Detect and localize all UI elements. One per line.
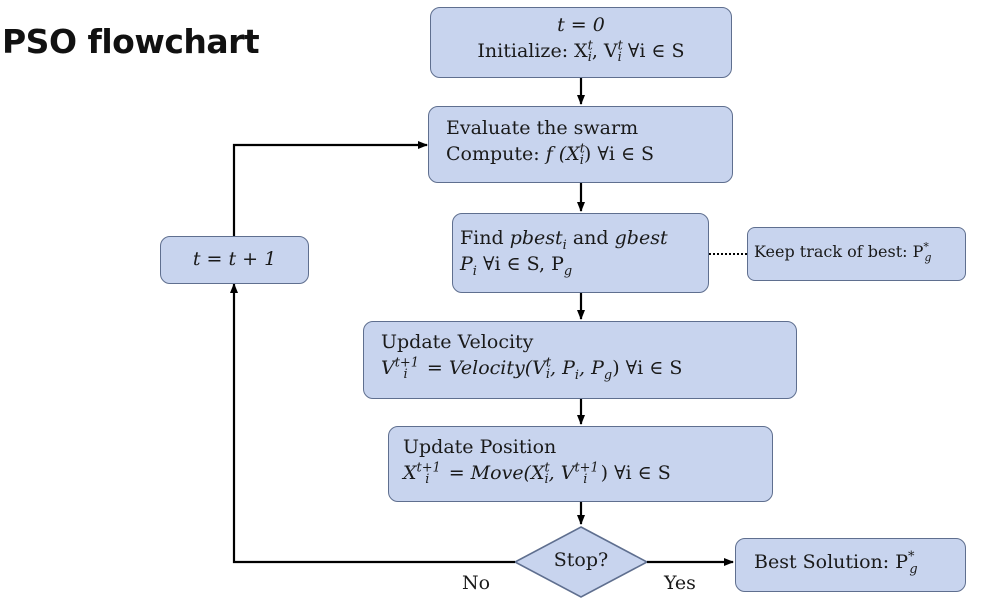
- evaluate-line1: Evaluate the swarm: [446, 117, 639, 139]
- yes-label: Yes: [664, 572, 696, 594]
- node-keep-track: Keep track of best: P*g: [747, 227, 966, 281]
- position-line1: Update Position: [403, 436, 557, 458]
- node-update-velocity: Update Velocity Vt+1i = Velocity(Vti, Pi…: [363, 321, 797, 399]
- velocity-line1: Update Velocity: [381, 331, 534, 353]
- node-find-best: Find pbesti and gbest Pi ∀i ∈ S, Pg: [452, 213, 709, 293]
- stop-label: Stop?: [553, 549, 609, 571]
- node-increment-t: t = t + 1: [160, 236, 309, 284]
- node-initialize: t = 0 Initialize: Xti, Vti ∀i ∈ S: [430, 7, 732, 78]
- find-line1: Find pbesti and gbest: [460, 227, 668, 253]
- evaluate-line2: Compute: f (Xti) ∀i ∈ S: [446, 141, 655, 169]
- best-solution-label: Best Solution: P*g: [754, 549, 918, 577]
- stop-diamond: [513, 526, 649, 598]
- node-evaluate-swarm: Evaluate the swarm Compute: f (Xti) ∀i ∈…: [428, 106, 733, 183]
- find-line2: Pi ∀i ∈ S, Pg: [460, 252, 573, 279]
- page-title: PSO flowchart: [2, 22, 260, 61]
- no-label: No: [462, 572, 491, 594]
- node-best-solution: Best Solution: P*g: [735, 538, 966, 592]
- velocity-line2: Vt+1i = Velocity(Vti, Pi, Pg) ∀i ∈ S: [381, 355, 683, 383]
- node-update-position: Update Position Xt+1i = Move(Xti, Vt+1i)…: [388, 426, 773, 502]
- edge-increment-to-evaluate: [232, 141, 428, 236]
- init-line1: t = 0: [557, 14, 605, 36]
- position-line2: Xt+1i = Move(Xti, Vt+1i) ∀i ∈ S: [403, 460, 671, 488]
- keep-track-label: Keep track of best: P*g: [754, 240, 932, 265]
- init-line2: Initialize: Xti, Vti ∀i ∈ S: [477, 38, 685, 66]
- increment-label: t = t + 1: [192, 248, 277, 270]
- edge-stop-to-increment: [230, 283, 515, 564]
